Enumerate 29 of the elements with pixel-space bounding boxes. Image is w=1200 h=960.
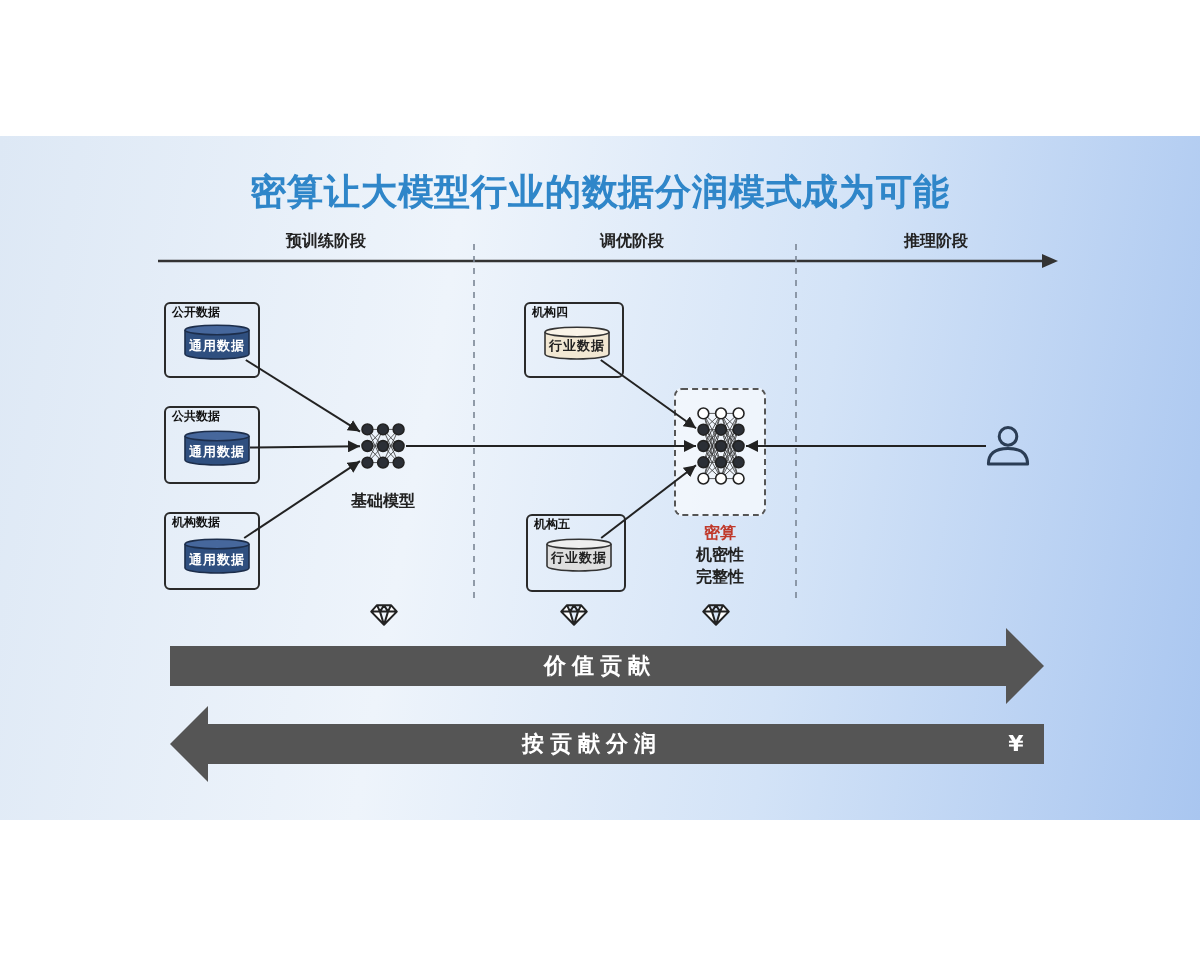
data-source-box [526, 514, 626, 592]
data-source-box [164, 512, 260, 590]
data-source-box [524, 302, 624, 378]
stage-label: 推理阶段 [904, 232, 968, 250]
arrow [405, 440, 697, 452]
stage-label: 调优阶段 [600, 232, 664, 250]
pointed-banner [170, 706, 1044, 782]
title: 密算让大模型行业的数据分润模式成为可能 [250, 172, 950, 214]
neural-network-icon [360, 422, 406, 470]
arrow [243, 460, 361, 539]
node-caption: 完整性 [696, 568, 744, 586]
arrow [599, 359, 697, 430]
data-source-box [164, 302, 260, 378]
pointed-banner [170, 628, 1044, 704]
dashed-frame [674, 388, 766, 516]
banner-label: 按贡献分润 [522, 733, 662, 755]
banner-label: 价值贡献 [544, 655, 656, 677]
stage-label: 预训练阶段 [286, 232, 366, 250]
user-icon [986, 426, 1030, 466]
arrow [249, 440, 361, 453]
node-caption: 基础模型 [351, 492, 415, 510]
neural-network-icon [696, 406, 746, 486]
node-caption: 机密性 [696, 546, 744, 564]
arrow [600, 464, 697, 539]
banner-label: ¥ [1008, 733, 1024, 755]
node-caption: 密算 [704, 524, 736, 542]
arrow [244, 359, 361, 433]
data-source-box [164, 406, 260, 484]
arrow [745, 440, 987, 452]
